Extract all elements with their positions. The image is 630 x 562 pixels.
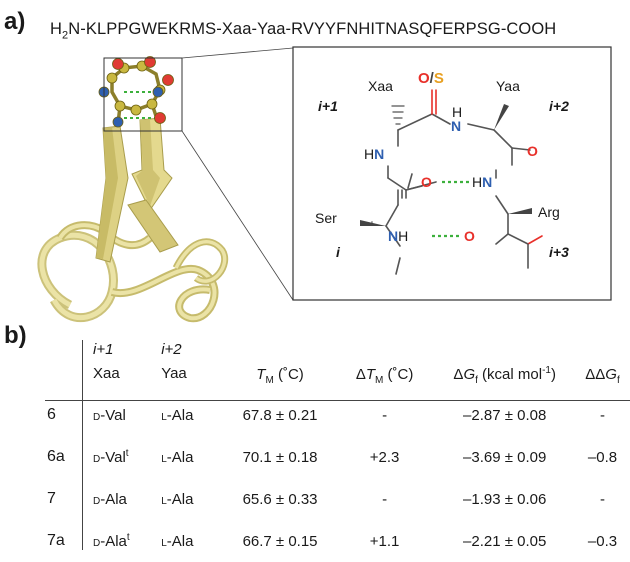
panel-b-label: b) [4,322,27,349]
position-i3-label: i+3 [549,244,569,260]
row-id: 7a [47,532,65,549]
arg-label: Arg [538,204,560,220]
delta-g-cell: –3.69 ± 0.09 [463,448,547,466]
delta-g-cell: –2.21 ± 0.05 [463,532,547,550]
delta-tm-cell: +2.3 [369,448,400,466]
delta-tm-cell: +1.1 [369,532,400,550]
delta-delta-g-cell: - [600,490,605,508]
ser-label: Ser [315,210,337,226]
header-tm: TM (˚C) [256,366,304,386]
header-xaa: i+1 Xaa [92,341,120,382]
xaa-cell: d-Alat [92,532,130,550]
row-id: 6 [47,406,56,423]
yaa-cell: l-Ala [161,532,194,550]
position-i-label: i [336,244,340,260]
yaa-cell: l-Ala [161,448,194,466]
top-n-label: N [451,118,462,134]
table-row: 7 d-Ala l-Ala 65.6 ± 0.33 - –1.93 ± 0.06… [45,478,630,520]
delta-g-cell: –2.87 ± 0.08 [463,406,547,424]
tm-cell: 67.8 ± 0.21 [242,406,318,424]
bottom-nh-label: NH [388,228,409,244]
header-delta-g: ΔGf (kcal mol-1) [453,365,556,386]
header-yaa: i+2 Yaa [161,341,187,382]
table-header-rule [45,400,630,401]
table-row: 6a d-Valt l-Ala 70.1 ± 0.18 +2.3 –3.69 ±… [45,436,630,478]
protein-ribbon-structure [37,47,294,323]
scheme-box [292,46,612,301]
delta-tm-cell: - [382,490,388,508]
position-i1-label: i+1 [318,98,338,114]
delta-g-cell: –1.93 ± 0.06 [463,490,547,508]
row-id: 6a [47,448,65,465]
peptide-sequence: H2N-KLPPGWEKRMS-Xaa-Yaa-RVYYFNHITNASQFER… [50,20,557,42]
table-row: 7a d-Alat l-Ala 66.7 ± 0.15 +1.1 –2.21 ±… [45,520,630,562]
top-h-label: H [452,104,463,120]
xaa-cell: d-Ala [92,491,127,508]
tm-cell: 70.1 ± 0.18 [242,448,318,466]
stability-table: i+1 Xaa i+2 Yaa TM (˚C) ΔTM (˚C) ΔGf (kc… [45,338,630,562]
middle-hn-label: HN [472,174,493,190]
delta-delta-g-cell: –0.3 [587,532,618,550]
header-delta-delta-g: ΔΔGf [585,366,620,386]
yaa-label: Yaa [496,78,520,94]
left-hn-label: HN [364,146,385,162]
middle-o-label: O [421,174,432,190]
right-top-o-label: O [527,143,538,159]
delta-tm-cell: - [382,406,388,424]
yaa-cell: l-Ala [161,406,194,424]
row-id: 7 [47,490,56,507]
beta-turn-scheme [292,46,612,301]
table-column-rule [82,340,83,550]
yaa-cell: l-Ala [161,490,194,508]
table-header-row: i+1 Xaa i+2 Yaa TM (˚C) ΔTM (˚C) ΔGf (kc… [45,338,630,394]
bottom-o-label: O [464,228,475,244]
position-i2-label: i+2 [549,98,569,114]
table-row: 6 d-Val l-Ala 67.8 ± 0.21 - –2.87 ± 0.08… [45,394,630,436]
xaa-cell: d-Valt [92,448,129,466]
tm-cell: 65.6 ± 0.33 [242,490,318,508]
tm-cell: 66.7 ± 0.15 [242,532,318,550]
xaa-cell: d-Val [92,407,126,424]
delta-delta-g-cell: - [600,406,605,424]
header-delta-tm: ΔTM (˚C) [355,366,414,386]
delta-delta-g-cell: –0.8 [587,448,618,466]
oxygen-sulfur-label: O/S [418,70,444,87]
zoom-box [103,57,183,132]
xaa-label: Xaa [368,78,393,94]
panel-a-label: a) [4,8,26,35]
